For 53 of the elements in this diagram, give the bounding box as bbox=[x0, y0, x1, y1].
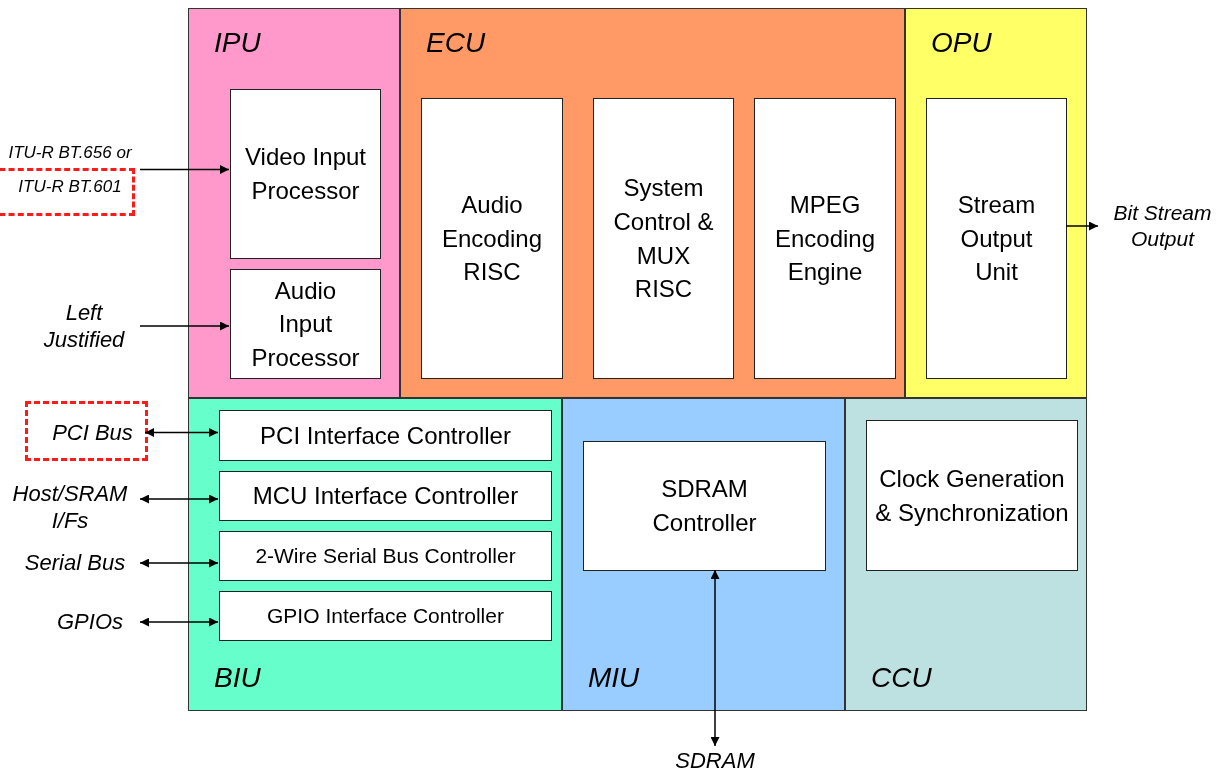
block-box bbox=[219, 591, 552, 641]
arrow bbox=[710, 569, 720, 747]
arrow bbox=[139, 494, 219, 504]
block-label: Stream Output Unit bbox=[956, 190, 1037, 288]
unit-region bbox=[845, 398, 1087, 711]
block-box bbox=[866, 420, 1078, 571]
unit-heading: CCU bbox=[871, 662, 932, 694]
unit-heading: ECU bbox=[426, 27, 486, 59]
block-label: PCI Interface Controller bbox=[260, 420, 511, 451]
unit-region bbox=[400, 8, 905, 398]
unit-heading: BIU bbox=[214, 662, 261, 694]
block-label: SDRAM Controller bbox=[651, 474, 758, 538]
signal-label: ITU-R BT.656 or bbox=[8, 142, 132, 164]
block-box bbox=[583, 441, 826, 571]
block-label: 2-Wire Serial Bus Controller bbox=[255, 543, 516, 570]
block-label: MCU Interface Controller bbox=[252, 481, 519, 512]
signal-label: PCI Bus bbox=[52, 418, 133, 447]
signal-label: Host/SRAM I/Fs bbox=[11, 479, 129, 535]
unit-region bbox=[562, 398, 845, 711]
signal-label: Serial Bus bbox=[24, 549, 126, 577]
block-box bbox=[230, 269, 381, 379]
signal-label: SDRAM bbox=[675, 747, 755, 775]
signal-label: GPIOs bbox=[57, 608, 123, 636]
block-box bbox=[754, 98, 896, 379]
block-box bbox=[926, 98, 1067, 379]
unit-region bbox=[905, 8, 1087, 398]
block-label: GPIO Interface Controller bbox=[267, 603, 504, 630]
arrow bbox=[1065, 221, 1099, 231]
signal-label: ITU-R BT.601 bbox=[18, 175, 122, 197]
arrow bbox=[139, 558, 219, 568]
arrow bbox=[139, 165, 230, 174]
signal-label: Bit Stream Output bbox=[1112, 199, 1213, 252]
block-label: Audio Input Processor bbox=[250, 275, 361, 373]
unit-region bbox=[188, 398, 562, 711]
block-box bbox=[219, 471, 552, 521]
unit-heading: MIU bbox=[588, 662, 640, 694]
block-label: Clock Generation & Synchronization bbox=[874, 463, 1070, 528]
block-label: Audio Encoding RISC bbox=[440, 190, 544, 288]
unit-heading: IPU bbox=[214, 27, 261, 59]
unit-heading: OPU bbox=[931, 27, 992, 59]
block-label: MPEG Encoding Engine bbox=[773, 190, 877, 288]
block-label: System Control & MUX RISC bbox=[612, 173, 715, 305]
block-box bbox=[593, 98, 734, 379]
block-box bbox=[219, 531, 552, 581]
block-box bbox=[230, 89, 381, 259]
arrow bbox=[139, 617, 219, 627]
signal-label: Left Justified bbox=[42, 298, 126, 354]
unit-region bbox=[188, 8, 400, 398]
block-box bbox=[219, 410, 552, 461]
arrow bbox=[144, 428, 219, 437]
block-box bbox=[421, 98, 563, 379]
arrow bbox=[139, 321, 230, 331]
block-label: Video Input Processor bbox=[245, 142, 366, 206]
